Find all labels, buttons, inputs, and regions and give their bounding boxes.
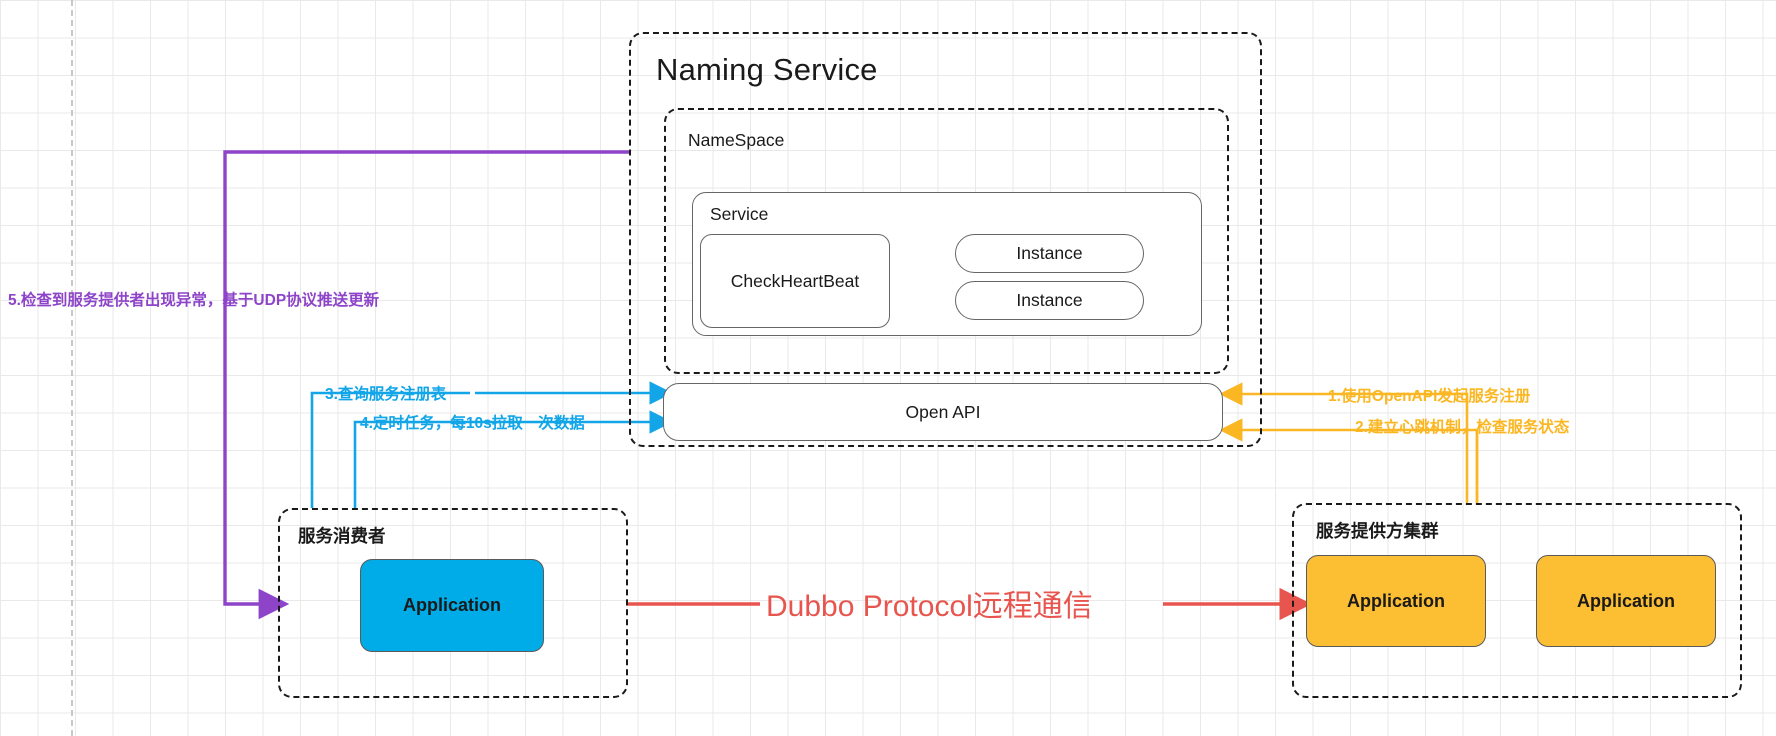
- annotation-step-2: 2.建立心跳机制，检查服务状态: [1355, 419, 1570, 436]
- naming-service-container: Naming Service: [629, 32, 1262, 447]
- connector-step4: [353, 410, 673, 508]
- check-heart-beat-box[interactable]: CheckHeartBeat: [700, 234, 890, 328]
- instance-box-1[interactable]: Instance: [955, 234, 1144, 273]
- consumer-application-box[interactable]: Application: [360, 559, 544, 652]
- provider-application-label-1: Application: [1347, 590, 1445, 611]
- provider-application-box-2[interactable]: Application: [1536, 555, 1716, 647]
- instance-label-2: Instance: [1016, 290, 1083, 310]
- service-title: Service: [710, 204, 769, 224]
- service-consumer-title: 服务消费者: [298, 526, 386, 546]
- namespace-container: NameSpace: [664, 108, 1229, 374]
- check-heart-beat-label: CheckHeartBeat: [730, 270, 860, 291]
- service-consumer-container: 服务消费者: [278, 508, 628, 698]
- instance-box-2[interactable]: Instance: [955, 281, 1144, 320]
- annotation-step-4: 4.定时任务，每10s拉取一次数据: [360, 415, 585, 432]
- annotation-step-5: 5.检查到服务提供者出现异常，基于UDP协议推送更新: [8, 292, 380, 309]
- open-api-box[interactable]: Open API: [663, 383, 1223, 441]
- connector-step2: [1219, 418, 1479, 503]
- instance-label-1: Instance: [1016, 243, 1083, 263]
- annotation-dubbo-protocol: Dubbo Protocol远程通信: [766, 590, 1093, 623]
- connector-step1: [1219, 382, 1469, 503]
- consumer-application-label: Application: [403, 595, 501, 615]
- provider-application-box-1[interactable]: Application: [1306, 555, 1486, 647]
- namespace-title: NameSpace: [688, 130, 785, 150]
- annotation-step-1: 1.使用OpenAPI发起服务注册: [1328, 388, 1531, 405]
- service-provider-cluster-container: 服务提供方集群: [1292, 503, 1742, 698]
- open-api-label: Open API: [905, 401, 981, 422]
- provider-application-label-2: Application: [1577, 590, 1675, 611]
- naming-service-title: Naming Service: [656, 52, 878, 87]
- page-break-guide: [71, 0, 73, 736]
- service-provider-cluster-title: 服务提供方集群: [1316, 521, 1439, 541]
- annotation-step-3: 3.查询服务注册表: [325, 386, 447, 403]
